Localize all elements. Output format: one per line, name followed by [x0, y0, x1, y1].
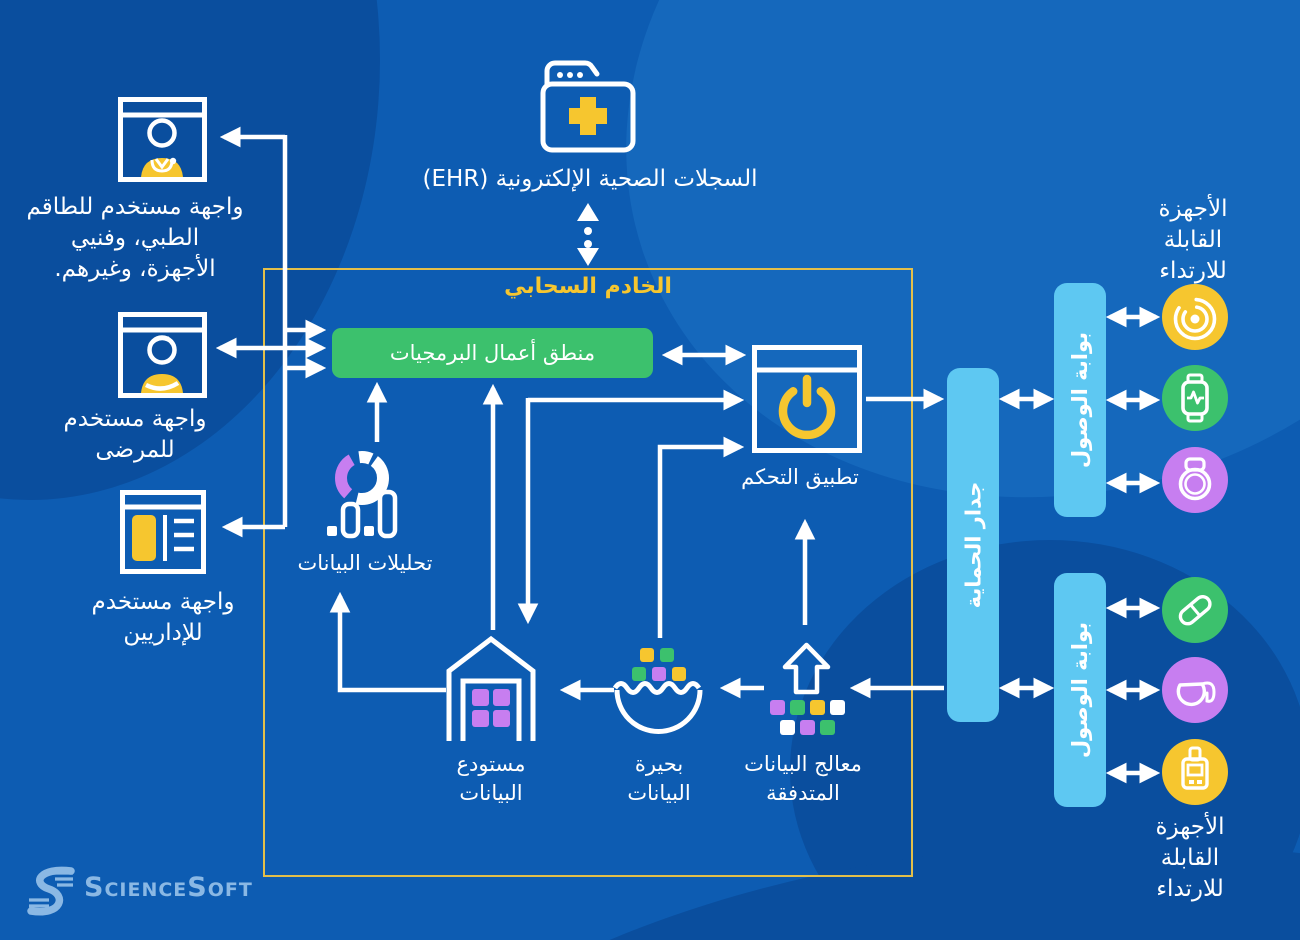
business-logic-box: منطق أعمال البرمجيات — [332, 328, 653, 378]
sciencesoft-logo-text: ScienceSoft — [84, 872, 253, 903]
admin-window-icon — [120, 490, 206, 574]
doctor-window-icon — [118, 97, 207, 182]
ui-admins-label: واجهة مستخدم للإداريين — [91, 589, 235, 646]
warehouse-icon — [446, 635, 536, 741]
access-gateway-bottom: بوابة الوصول — [1054, 573, 1106, 807]
ehr-label: السجلات الصحية الإلكترونية (EHR) — [422, 166, 758, 192]
arrow-ehr-cloud — [577, 203, 599, 266]
power-app-icon — [752, 345, 862, 453]
ui-patients-label: واجهة مستخدم للمرضى — [63, 406, 207, 463]
cloud-server-title: الخادم السحابي — [504, 274, 672, 299]
patient-window-icon — [118, 312, 207, 398]
medical-folder-icon — [540, 60, 636, 153]
stream-arrow-icon — [770, 642, 845, 735]
wearables-bottom-title: الأجهزة القابلة للارتداء — [1155, 814, 1225, 902]
gateway-top-label: بوابة الوصول — [1068, 331, 1092, 469]
firewall-label: جدار الحماية — [961, 481, 986, 609]
data-lake-icon — [612, 648, 703, 734]
firewall-bar: جدار الحماية — [947, 368, 999, 722]
sciencesoft-logo-icon — [27, 866, 75, 916]
activity-tracker-icon — [1162, 284, 1228, 350]
glucometer-icon — [1162, 739, 1228, 805]
insulin-pump-icon — [1162, 657, 1228, 723]
gateway-bottom-label: بوابة الوصول — [1068, 621, 1092, 759]
stream-processor-label: معالج البيانات المتدفقة — [744, 752, 862, 805]
donut-bar-chart-icon — [327, 451, 398, 539]
wearables-top-title: الأجهزة القابلة للارتداء — [1158, 196, 1228, 284]
ui-medical-label: واجهة مستخدم للطاقم الطبي، وفنيي الأجهزة… — [26, 194, 244, 282]
smart-ring-icon — [1162, 447, 1228, 513]
smart-pill-icon — [1162, 577, 1228, 643]
access-gateway-top: بوابة الوصول — [1054, 283, 1106, 517]
business-logic-label: منطق أعمال البرمجيات — [389, 341, 596, 365]
smartwatch-icon — [1162, 365, 1228, 431]
data-lake-label: بحيرة البيانات — [627, 752, 691, 805]
control-app-label: تطبيق التحكم — [741, 465, 859, 489]
analytics-label: تحليلات البيانات — [297, 551, 433, 575]
warehouse-label: مستودع البيانات — [456, 752, 526, 805]
cloud-server-box — [263, 268, 913, 877]
